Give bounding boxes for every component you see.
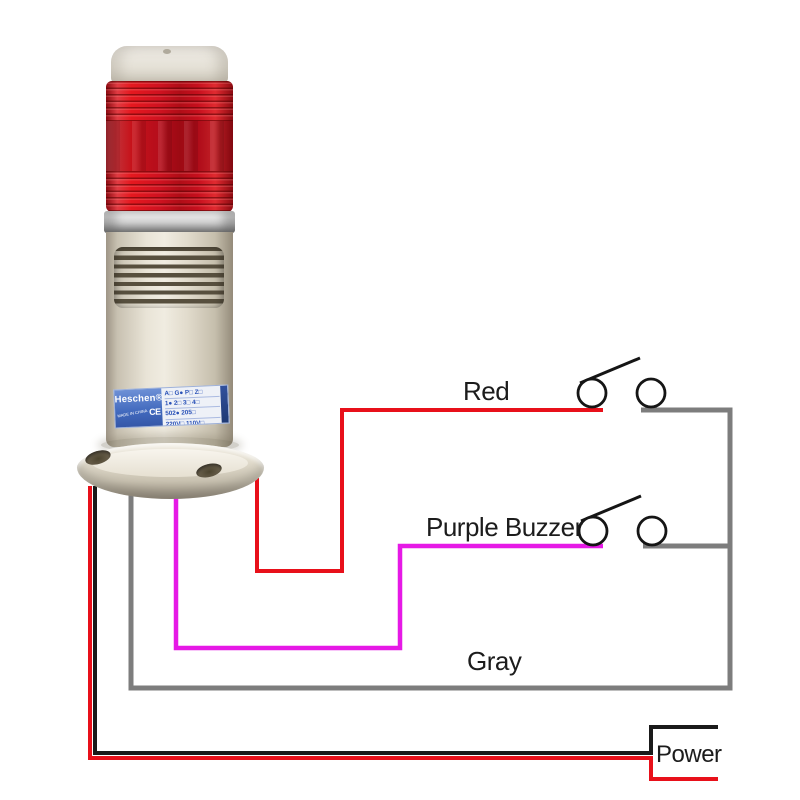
lens-middle-band <box>106 121 233 171</box>
spec-end-strip <box>220 385 229 423</box>
lens-ribs-bottom <box>106 171 233 212</box>
buzzer-switch <box>577 494 668 547</box>
chrome-ring <box>104 211 235 233</box>
cap-screw-icon <box>163 49 171 54</box>
product-label-spec-panel: A□ G● P□ Z□ 1● 2□ 3□ 4□ 502● 205□ 220V□ … <box>161 385 229 426</box>
buzzer-switch-contact-left-icon <box>577 515 609 547</box>
buzzer-grille <box>114 247 224 308</box>
tower-cap <box>111 46 228 83</box>
gray-wire-label: Gray <box>467 646 522 676</box>
spec-row: 220V□ 110V□ <box>165 417 221 426</box>
lens-ribs-top <box>106 81 233 121</box>
red-power-wire <box>88 486 718 781</box>
brand-name: Heschen® <box>114 392 164 406</box>
gray-common-wire <box>128 407 733 691</box>
red-switch-contact-left-icon <box>576 377 608 409</box>
purple-buzzer-wire <box>173 492 603 651</box>
power-label: Power <box>656 741 722 768</box>
product-label: Heschen® MADE IN CHINA CE A□ G● P□ Z□ 1●… <box>113 384 230 429</box>
red-signal-wire <box>255 408 603 573</box>
mounting-base-top <box>92 449 248 477</box>
red-switch-contact-right-icon <box>635 377 667 409</box>
product-label-brand-panel: Heschen® MADE IN CHINA CE <box>114 388 164 428</box>
red-switch <box>576 356 667 409</box>
purple-buzzer-wire-label: Purple Buzzer <box>426 512 583 542</box>
red-lens <box>106 81 233 212</box>
red-wire-label: Red <box>463 376 510 406</box>
black-power-wire <box>93 486 718 755</box>
buzzer-switch-contact-right-icon <box>636 515 668 547</box>
origin-text: MADE IN CHINA <box>116 407 148 418</box>
ce-mark: CE <box>148 406 161 417</box>
